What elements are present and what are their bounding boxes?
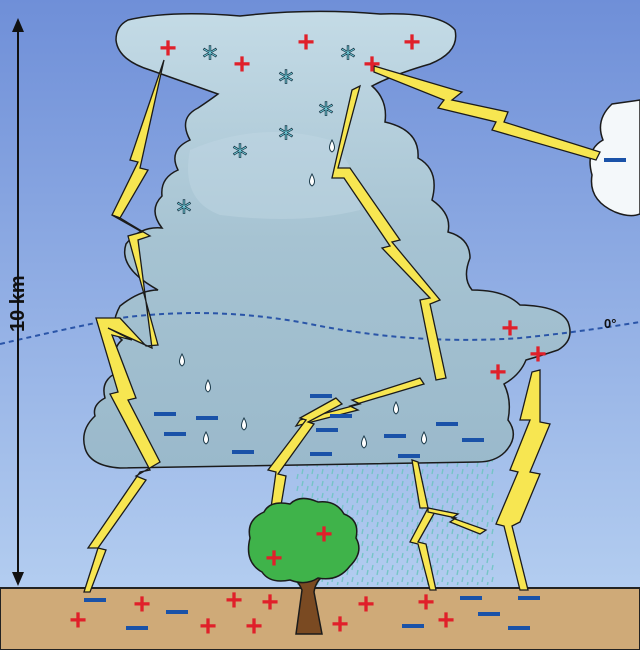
positive-charge: + (437, 604, 455, 637)
lightning-bolt-rain-branch (427, 507, 488, 535)
lightning-bolt-cloud-to-cloud (373, 65, 601, 161)
positive-charges: + + + + + + + + + + + + + + + + + + + + (69, 26, 547, 643)
freezing-label: 0° (604, 316, 616, 331)
water-drop (241, 416, 247, 431)
positive-charge: + (529, 338, 547, 371)
lightning-bolt-right (495, 369, 551, 591)
negative-charge (232, 450, 254, 454)
positive-charge: + (225, 584, 243, 617)
negative-charge (196, 416, 218, 420)
positive-charge: + (159, 32, 177, 65)
negative-charge (604, 158, 626, 162)
lightning-bolt-left-lower (83, 214, 161, 593)
negative-charge (478, 612, 500, 616)
ice-crystal: * (233, 139, 248, 174)
tree-canopy (247, 497, 360, 584)
water-drop (421, 430, 427, 445)
positive-charge: + (501, 312, 519, 345)
ice-crystal: * (279, 121, 294, 156)
water-drop (329, 138, 335, 153)
thunderstorm-cloud (83, 10, 571, 469)
tree (247, 497, 360, 635)
water-drop (309, 172, 315, 187)
ice-crystal: * (177, 195, 192, 230)
negative-charge (164, 432, 186, 436)
positive-charge: + (69, 604, 87, 637)
positive-charge: + (363, 48, 381, 81)
ice-crystal: * (203, 41, 218, 76)
lightning-bolt-center-right (331, 84, 447, 381)
lightning-bolts (83, 59, 601, 593)
negative-charge (84, 598, 106, 602)
negative-charges (84, 158, 626, 630)
negative-charge (518, 596, 540, 600)
positive-charge: + (315, 518, 333, 551)
negative-charge (126, 626, 148, 630)
water-drop (205, 378, 211, 393)
ice-crystal: * (319, 97, 334, 132)
positive-charge: + (489, 356, 507, 389)
water-drop (361, 434, 367, 449)
positive-charge: + (261, 586, 279, 619)
water-drop (203, 430, 209, 445)
positive-charge: + (199, 610, 217, 643)
negative-charge (462, 438, 484, 442)
height-label: 10 km (7, 275, 29, 332)
negative-charge (402, 624, 424, 628)
positive-charge: + (297, 26, 315, 59)
positive-charge: + (403, 26, 421, 59)
positive-charge: + (133, 588, 151, 621)
negative-charge (508, 626, 530, 630)
positive-charge: + (357, 588, 375, 621)
lightning-bolt-center-horizontal (294, 377, 426, 428)
ice-crystal: * (279, 65, 294, 100)
negative-charge (166, 610, 188, 614)
negative-charge (384, 434, 406, 438)
negative-charge (310, 452, 332, 456)
positive-charge: + (265, 542, 283, 575)
negative-charge (436, 422, 458, 426)
negative-charge (460, 596, 482, 600)
negative-charge (154, 412, 176, 416)
negative-charge (398, 454, 420, 458)
water-drop (179, 352, 185, 367)
negative-charge (316, 428, 338, 432)
height-arrow (12, 18, 24, 586)
positive-charge: + (331, 608, 349, 641)
negative-charge (330, 414, 352, 418)
ice-crystal: * (341, 41, 356, 76)
small-cloud (589, 99, 640, 217)
negative-charge (310, 394, 332, 398)
water-drops (179, 138, 427, 449)
positive-charge: + (245, 610, 263, 643)
ground (0, 587, 640, 650)
cloud-highlight (188, 132, 360, 219)
positive-charge: + (233, 48, 251, 81)
water-drop (393, 400, 399, 415)
freezing-level-line (0, 312, 640, 345)
positive-charge: + (417, 586, 435, 619)
ice-crystals: * * * * * * * (176, 41, 356, 231)
